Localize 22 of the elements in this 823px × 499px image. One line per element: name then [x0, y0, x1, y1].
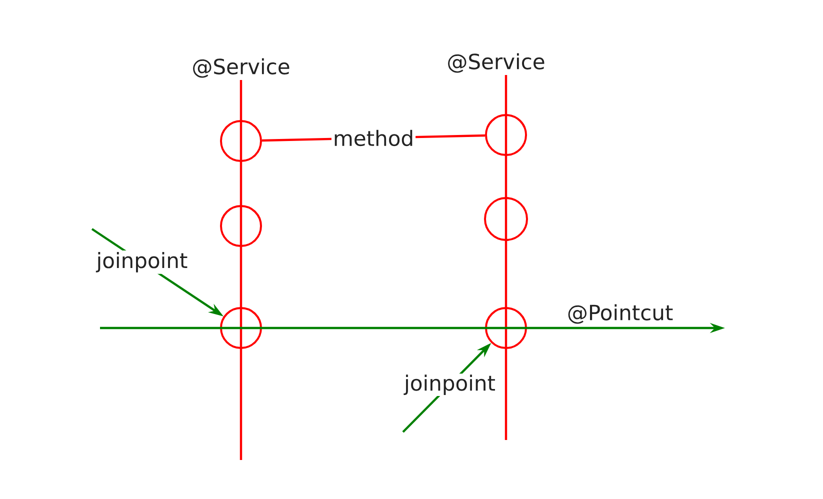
- line: [504, 75, 508, 114]
- column-heading: @Service: [193, 58, 290, 78]
- edge-label: method: [331, 128, 416, 148]
- line: [504, 156, 508, 197]
- line: [240, 80, 242, 120]
- line: [240, 247, 242, 307]
- circle-node: [220, 120, 262, 162]
- circle-node: [484, 197, 528, 241]
- edge-label: joinpoint: [403, 374, 496, 396]
- circle-node: [485, 307, 527, 349]
- column-heading: @Service: [448, 53, 544, 73]
- line: [504, 241, 508, 307]
- line: [504, 349, 508, 440]
- line: [100, 326, 220, 330]
- line: [240, 349, 242, 460]
- circle-node: [220, 205, 262, 247]
- circle-node: [485, 114, 527, 156]
- edge-label: joinpoint: [94, 250, 190, 274]
- circle-node: [220, 307, 262, 349]
- line: [262, 326, 485, 330]
- edge-label: @Pointcut: [568, 304, 673, 324]
- line: [240, 162, 242, 205]
